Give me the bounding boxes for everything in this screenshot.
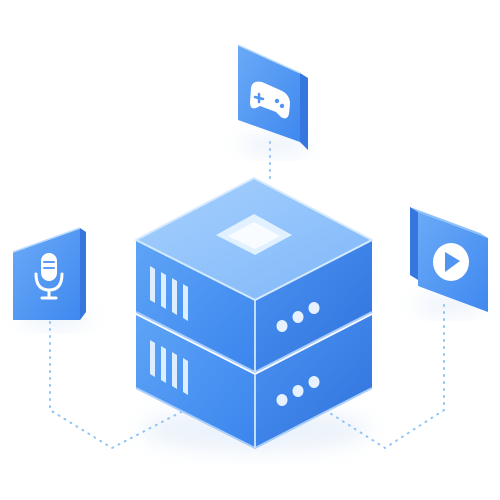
microphone-icon [34,253,64,300]
status-light [276,394,288,406]
tile-video-top [410,207,488,238]
connector-lines [49,141,445,450]
status-light [292,385,304,397]
server-top-front [136,240,255,372]
status-lights-top [276,302,320,332]
vent-slots-top [150,266,188,321]
tile-game-side [300,73,308,150]
gamepad-icon [250,81,290,119]
status-light [292,311,304,323]
status-light [308,376,320,388]
server-top-recess-inner [228,222,280,249]
play-icon [433,243,469,281]
status-light [276,320,288,332]
tile-voice-side [80,228,86,320]
connector-voice [49,321,186,450]
tile-video-side [410,207,418,280]
tile-voice [12,227,86,320]
tile-game [237,44,308,150]
vent-slots-bottom [150,340,188,395]
tile-video [410,207,488,312]
server-unit-top [135,240,373,374]
server-unit-bottom [135,315,373,450]
server-bottom-front [136,315,255,448]
status-lights-bottom [276,376,320,406]
status-light [308,302,320,314]
server-stack [135,177,373,450]
tile-shadow-game [239,135,311,155]
connector-video [324,304,445,450]
tile-voice-edge [12,227,81,253]
tile-game-edge [237,44,301,74]
